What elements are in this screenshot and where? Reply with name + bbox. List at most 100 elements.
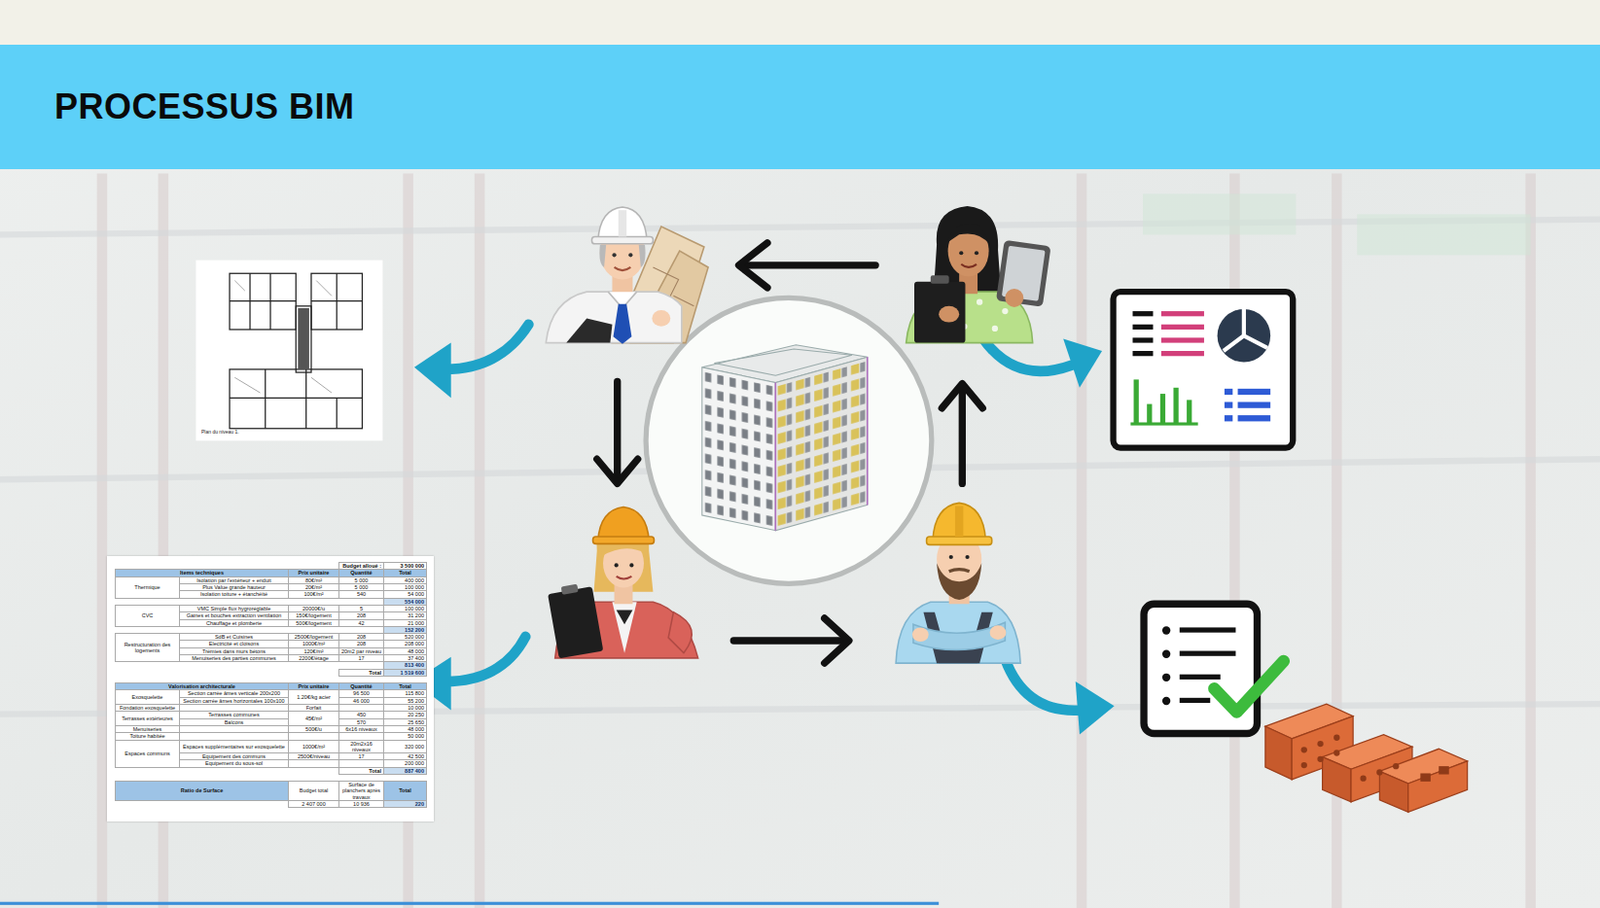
table-cell: Thermique <box>115 576 180 599</box>
background-part <box>1356 213 1530 255</box>
table-cell: Section carrée âmes horizontales 100x100 <box>179 697 289 705</box>
empty-cell <box>288 733 340 741</box>
output-arrows-part <box>1075 681 1115 736</box>
table-row: Fondation exosqueletteForfait10 000 <box>115 704 427 712</box>
floor-plan-part-part <box>234 377 260 393</box>
checklist-icon-part-part <box>1162 697 1171 706</box>
table-cell: 813 400 <box>384 662 427 670</box>
bim-model-part-part <box>777 361 865 528</box>
site-manager-figure-part <box>611 602 637 653</box>
table-cell: 31 200 <box>384 612 427 620</box>
site-manager-figure-part <box>598 507 649 542</box>
table-cell: 48 000 <box>384 725 427 733</box>
engineer-figure-part <box>613 304 633 345</box>
table-cell: 21 000 <box>384 619 427 627</box>
cycle-arrows-part <box>824 618 850 664</box>
empty-cell <box>339 704 385 712</box>
dashboard-icon-part-part <box>1160 393 1166 425</box>
dashboard-icon-part-part <box>1146 404 1152 426</box>
budget-tables: Budget alloué :3 500 000Items techniques… <box>106 556 434 822</box>
checklist-icon-part-part <box>1179 698 1210 704</box>
background-part-part <box>1525 173 1535 908</box>
empty-cell <box>115 669 340 676</box>
cycle-arrows-part <box>959 388 966 485</box>
table-cell: Ratio de Surface <box>115 782 289 802</box>
bim-model <box>645 297 932 584</box>
bim-model-part-part <box>704 371 774 528</box>
coordinator-figure-part <box>974 250 979 255</box>
empty-cell <box>115 662 385 670</box>
bricks-part-part <box>1376 769 1383 776</box>
table-cell: 42 <box>339 619 385 627</box>
table-row: ThermiqueIsolation par l'extérieur + end… <box>115 576 427 584</box>
table-row: Restructuration des logementsSdB et Cuis… <box>115 634 427 641</box>
table-cell: 208 000 <box>384 640 427 648</box>
coordinator-figure-part-part <box>1001 308 1008 315</box>
dashboard-icon-part-part <box>1133 324 1154 330</box>
empty-cell <box>115 626 385 634</box>
table-cell: SdB et Cuisines <box>179 634 289 641</box>
engineer-figure-part <box>598 207 647 242</box>
table-cell: Isolation par l'extérieur + enduit <box>179 576 289 584</box>
bricks-part <box>1408 761 1468 813</box>
table-row: Espaces communsEspaces supplémentaires s… <box>115 740 427 754</box>
table-cell: 17 <box>339 753 385 761</box>
output-arrows <box>413 324 1115 736</box>
table-cell: Espaces supplémentaires sur exosquelette <box>179 740 289 754</box>
table-cell: 2 407 000 <box>288 801 340 809</box>
dashboard-icon-part-part <box>1224 401 1233 408</box>
floor-plan-part-part <box>305 369 307 429</box>
table-cell: Surface de planchers après travaux <box>339 782 385 802</box>
worker-figure-part <box>990 625 1007 640</box>
table-cell: 37 400 <box>384 655 427 663</box>
table-cell: Espaces communs <box>115 740 180 768</box>
table-cell: Forfait <box>288 704 340 712</box>
table-cell: 570 <box>339 718 385 726</box>
floor-plan-part-part <box>311 377 332 393</box>
table-cell: 520 000 <box>384 634 427 641</box>
table-cell: Prix unitaire <box>288 683 340 691</box>
bim-model-part-part <box>775 356 867 531</box>
table-cell: Section carrée âmes verticale 200x200 <box>179 690 289 698</box>
empty-cell <box>115 767 340 775</box>
worker-figure-part <box>895 602 1021 664</box>
floor-plan-part <box>234 281 332 393</box>
checklist-icon <box>1143 604 1284 734</box>
worker-figure-part <box>912 627 929 642</box>
empty-cell <box>339 760 385 768</box>
table-cell: 20m2 par niveau <box>339 647 385 655</box>
table-cell: Quantité <box>339 683 385 691</box>
empty-cell <box>339 733 385 741</box>
dashboard-icon-part-part <box>1238 389 1272 395</box>
dashboard-icon-part-part <box>1224 415 1233 422</box>
table-cell: 2200€/étage <box>288 655 340 663</box>
site-manager-figure-part <box>668 612 692 654</box>
table-cell: Prix unitaire <box>288 569 340 577</box>
table-cell: 3 500 000 <box>384 563 427 570</box>
cycle-arrows-part <box>739 243 768 288</box>
table-cell: 2500€/niveau <box>288 753 340 761</box>
engineer-figure-part <box>611 252 616 257</box>
empty-cell <box>115 801 289 809</box>
bricks-part-part <box>1316 756 1323 763</box>
site-manager-figure-part <box>616 576 633 580</box>
table-cell: 55 200 <box>384 697 427 705</box>
coordinator-figure-part <box>930 275 950 284</box>
table-cell: 5 000 <box>339 576 385 584</box>
table-row: Ratio de SurfaceBudget totalSurface de p… <box>115 782 427 802</box>
surface-ratio-table: Ratio de SurfaceBudget totalSurface de p… <box>114 781 427 809</box>
table-row: Items techniquesPrix unitaireQuantitéTot… <box>115 569 427 577</box>
empty-cell <box>179 733 289 741</box>
site-manager-figure-part <box>629 563 634 568</box>
site-manager-figure-part <box>546 581 604 659</box>
engineer-figure-part <box>614 267 632 271</box>
dashboard-icon-part-part <box>1224 389 1233 395</box>
table-cell: Total <box>384 569 427 577</box>
checklist-icon-part-part <box>1162 626 1171 635</box>
empty-cell <box>179 704 289 712</box>
dashboard-icon-part-part <box>1134 379 1139 425</box>
bricks-part-part <box>1301 762 1308 769</box>
bricks-part <box>1301 735 1450 783</box>
worker-figure-part <box>955 506 963 537</box>
